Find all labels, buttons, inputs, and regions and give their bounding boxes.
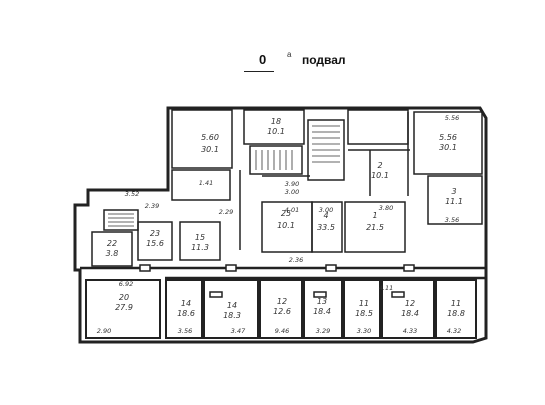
dimension-label: 3.56 — [445, 216, 459, 224]
dimension-label: 6.92 — [119, 280, 133, 288]
dimension-label: 3.80 — [379, 204, 393, 212]
room-9-number: 25 — [281, 209, 291, 218]
room-outline — [311, 201, 343, 253]
room-7-area: 15.6 — [146, 239, 164, 248]
room-1-number: 5.60 — [201, 133, 219, 142]
door-marker — [391, 291, 405, 298]
room-outline — [85, 279, 161, 339]
door-marker — [225, 264, 237, 272]
dimension-label: 5.56 — [445, 114, 459, 122]
room-outline — [171, 169, 231, 201]
room-15-area: 12.6 — [273, 307, 291, 316]
room-4-area: 30.1 — [439, 143, 457, 152]
room-10-number: 4 — [323, 211, 328, 220]
dimension-label: 2.39 — [145, 202, 159, 210]
door-marker — [139, 264, 151, 272]
dimension-label: 4.32 — [447, 327, 461, 335]
room-outline — [413, 111, 483, 175]
room-11-area: 21.5 — [366, 223, 384, 232]
room-3-number: 2 — [377, 161, 382, 170]
room-12-number: 20 — [119, 293, 129, 302]
room-8-area: 11.3 — [191, 243, 209, 252]
room-14-area: 18.3 — [223, 311, 241, 320]
room-14-number: 14 — [227, 301, 237, 310]
room-19-area: 18.8 — [447, 309, 465, 318]
room-outline — [303, 279, 343, 339]
room-outline — [165, 279, 203, 339]
room-16-area: 18.4 — [313, 307, 331, 316]
room-outline — [179, 221, 221, 261]
door-marker — [403, 264, 415, 272]
stair-core-left — [249, 145, 303, 175]
dimension-label: 2.90 — [97, 327, 111, 335]
dimension-label: 4.01 — [285, 206, 299, 214]
door-marker — [313, 291, 327, 298]
dimension-label: 2.36 — [289, 256, 303, 264]
plan-title: 0 а подвал — [0, 50, 545, 72]
dimension-label: 3.52 — [125, 190, 139, 198]
room-outline — [344, 201, 406, 253]
room-outline — [381, 279, 435, 339]
room-18-area: 18.4 — [401, 309, 419, 318]
title-underline — [244, 71, 274, 72]
room-outline — [91, 231, 133, 267]
room-11-number: 1 — [372, 211, 377, 220]
room-outline — [243, 109, 305, 145]
dimension-label: 1.41 — [199, 179, 213, 187]
floor-mark: а — [287, 50, 292, 59]
room-6-area: 3.8 — [106, 249, 119, 258]
door-marker — [325, 264, 337, 272]
dimension-label: 3.00 — [285, 188, 299, 196]
room-outline — [343, 279, 381, 339]
room-outline — [259, 279, 303, 339]
door-marker — [209, 291, 223, 298]
room-18-number: 12 — [405, 299, 415, 308]
room-17-number: 11 — [359, 299, 369, 308]
room-5-area: 11.1 — [445, 197, 463, 206]
dimension-label: 3.30 — [357, 327, 371, 335]
room-outline — [137, 221, 173, 261]
room-15-number: 12 — [277, 297, 287, 306]
dimension-label: 3.29 — [316, 327, 330, 335]
room-outline — [427, 175, 483, 225]
dimension-label: 9.46 — [275, 327, 289, 335]
room-6-number: 22 — [107, 239, 117, 248]
dimension-label: 3.56 — [178, 327, 192, 335]
room-outline — [171, 109, 233, 169]
dimension-label: 4.11 — [379, 284, 393, 292]
stair-core-right — [307, 119, 345, 181]
room-7-number: 23 — [150, 229, 160, 238]
room-10-area: 33.5 — [317, 223, 335, 232]
room-3-area: 10.1 — [371, 171, 389, 180]
room-12-area: 27.9 — [115, 303, 133, 312]
room-19-number: 11 — [451, 299, 461, 308]
room-outline — [347, 109, 409, 145]
room-13-number: 14 — [181, 299, 191, 308]
room-2-area: 10.1 — [267, 127, 285, 136]
room-13-area: 18.6 — [177, 309, 195, 318]
room-8-number: 15 — [195, 233, 205, 242]
dimension-label: 3.47 — [231, 327, 246, 335]
room-17-area: 18.5 — [355, 309, 373, 318]
floor-name: подвал — [302, 53, 346, 67]
floor-number: 0 — [259, 52, 267, 67]
room-2-number: 18 — [271, 117, 281, 126]
room-9-area: 10.1 — [277, 221, 295, 230]
room-outline — [435, 279, 477, 339]
dimension-label: 3.90 — [285, 180, 299, 188]
stair-core-west — [103, 209, 139, 231]
room-outline — [203, 279, 259, 339]
dimension-label: 4.33 — [403, 327, 417, 335]
room-5-number: 3 — [451, 187, 456, 196]
room-1-area: 30.1 — [201, 145, 219, 154]
room-4-number: 5.56 — [439, 133, 457, 142]
dimension-label: 2.29 — [219, 208, 233, 216]
dimension-label: 3.00 — [319, 206, 333, 214]
room-16-number: 13 — [317, 297, 327, 306]
outer-wall — [73, 106, 488, 344]
